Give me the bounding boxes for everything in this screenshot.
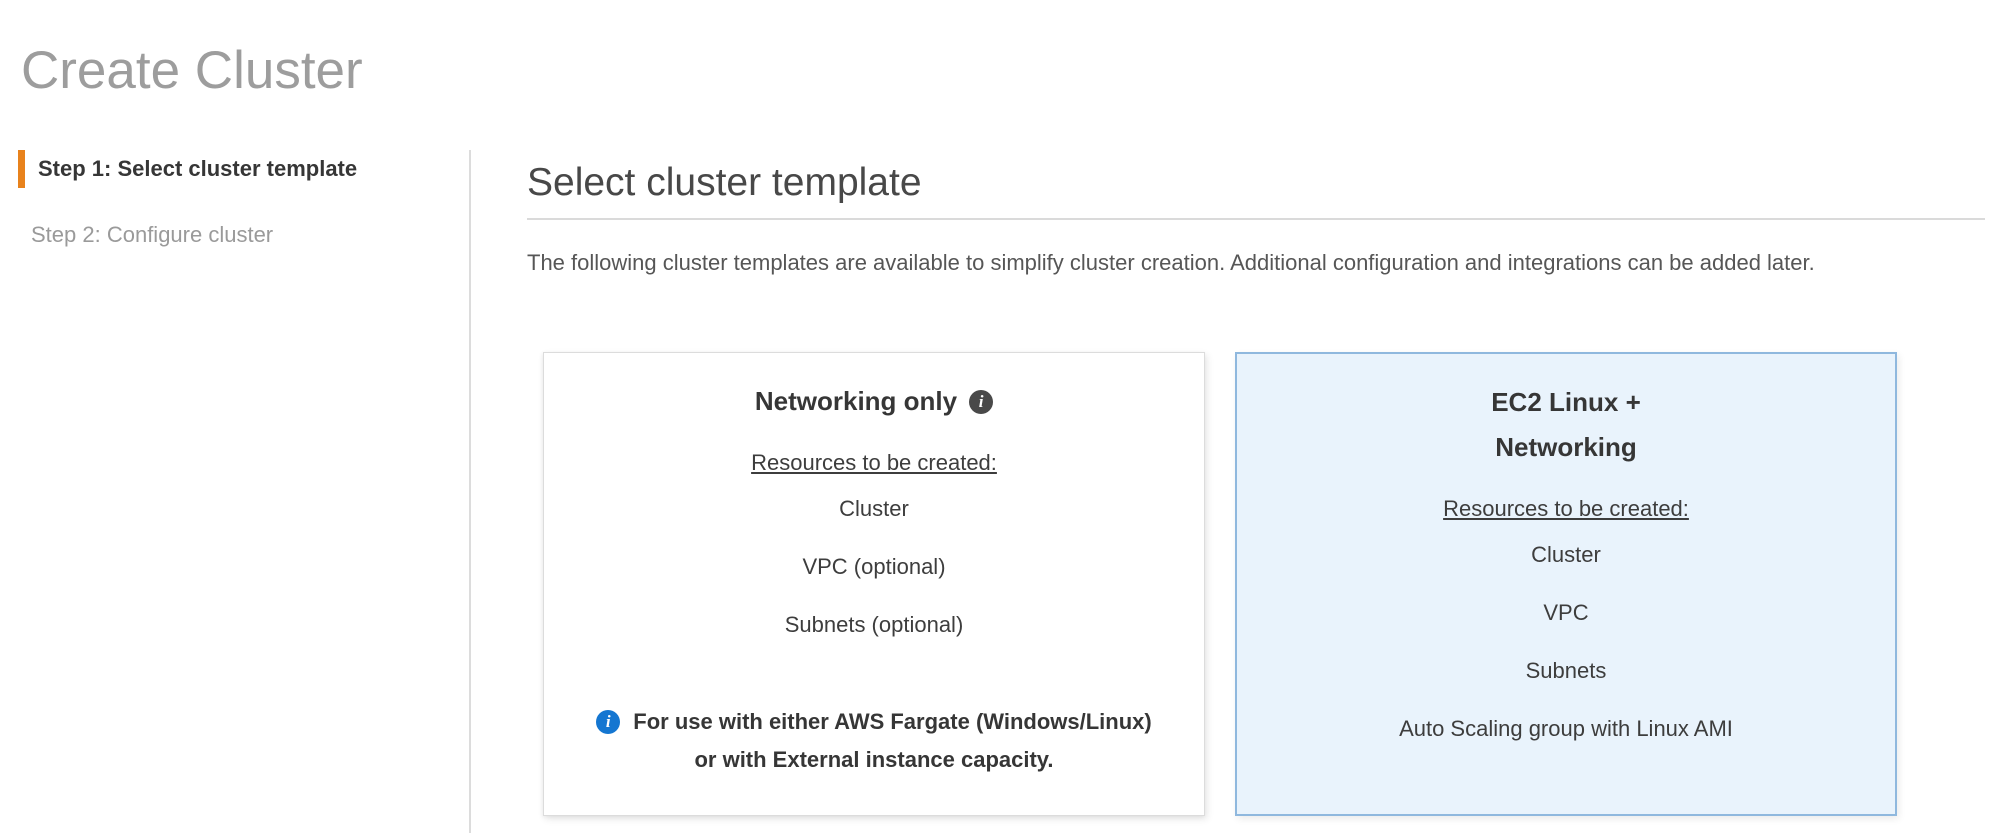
resource-item: Subnets (optional) — [784, 612, 964, 637]
card-ec2-title: EC2 Linux + Networking — [1491, 380, 1641, 470]
sidebar-item-step-2[interactable]: Step 2: Configure cluster — [31, 221, 469, 249]
page-title: Create Cluster — [21, 41, 363, 100]
steps-sidebar: Step 1: Select cluster template Step 2: … — [0, 150, 469, 249]
card-title-line-1: EC2 Linux + — [1491, 387, 1641, 417]
heading-divider — [527, 218, 1985, 220]
resources-label: Resources to be created: — [1443, 496, 1689, 521]
sidebar-divider — [469, 150, 471, 833]
card-title-text: Networking only — [754, 386, 958, 416]
footnote-line-1: i For use with either AWS Fargate (Windo… — [596, 703, 1152, 741]
info-circle-icon: i — [596, 710, 621, 734]
resource-item: Cluster — [839, 496, 909, 521]
card-ec2-linux-networking[interactable]: EC2 Linux + Networking Resources to be c… — [1235, 352, 1897, 816]
cluster-template-cards: Networking only i Resources to be create… — [543, 352, 1897, 816]
step-2-label: Step 2: Configure cluster — [31, 222, 274, 247]
card-networking-only[interactable]: Networking only i Resources to be create… — [543, 352, 1205, 816]
card-networking-only-title: Networking only i — [754, 379, 994, 424]
info-icon[interactable]: i — [969, 389, 994, 414]
card-title-line-2: Networking — [1495, 432, 1637, 462]
main-content: Select cluster template The following cl… — [527, 160, 1987, 283]
resource-item: Auto Scaling group with Linux AMI — [1399, 716, 1733, 741]
sidebar-item-step-1[interactable]: Step 1: Select cluster template — [18, 150, 469, 188]
step-1-label: Step 1: Select cluster template — [38, 156, 358, 181]
section-heading: Select cluster template — [527, 161, 922, 204]
resource-item: Cluster — [1531, 542, 1601, 567]
resource-item: VPC — [1543, 600, 1589, 625]
card-title-text: EC2 Linux + Networking — [1491, 380, 1641, 470]
resources-label: Resources to be created: — [751, 450, 997, 475]
footnote-text-2: or with External instance capacity. — [694, 747, 1054, 772]
footnote-text-1: For use with either AWS Fargate (Windows… — [633, 709, 1152, 734]
section-description: The following cluster templates are avai… — [527, 250, 1815, 275]
resource-item: VPC (optional) — [802, 554, 946, 579]
resource-item: Subnets — [1525, 658, 1607, 683]
card-footnote: i For use with either AWS Fargate (Windo… — [596, 703, 1152, 779]
